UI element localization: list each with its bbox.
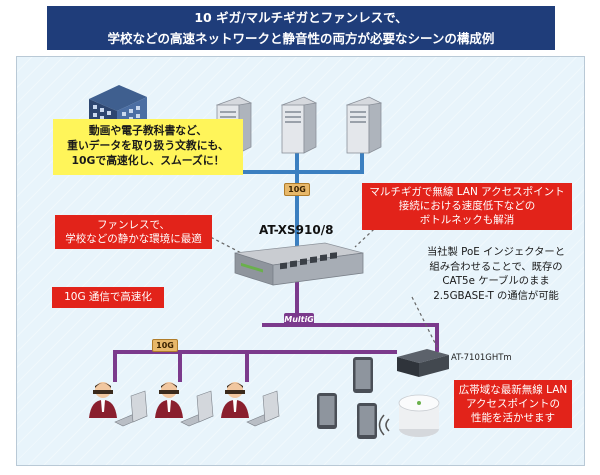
title-line-1: 10 ギガ/マルチギガとファンレスで、	[194, 10, 408, 25]
uplink-10g-tag: 10G	[284, 183, 310, 196]
multigig-callout-line-1: マルチギガで無線 LAN アクセスポイント	[369, 186, 565, 198]
wireless-callout-line-3: 性能を活かせます	[471, 412, 555, 424]
wireless-callout: 広帯域な最新無線 LAN アクセスポイントの 性能を活かせます	[454, 380, 572, 428]
multigig-callout-line-2: 接続における速度低下などの	[398, 200, 536, 212]
user-at-laptop-icon	[221, 382, 280, 427]
multigig-callout-line-3: ボトルネックも解消	[419, 214, 515, 226]
title-line-2: 学校などの高速ネットワークと静音性の両方が必要なシーンの構成例	[107, 31, 495, 46]
poe-note-line-2: 組み合わせることで、既存の	[429, 260, 563, 273]
poe-note-line-4: 2.5GBASE-T の通信が可能	[433, 289, 559, 302]
wireless-access-point-icon	[398, 394, 440, 437]
multigig-tag: MultiG	[284, 313, 314, 326]
poe-note-line-1: 当社製 PoE インジェクターと	[426, 246, 566, 258]
server-icon	[280, 96, 318, 154]
school-callout-line-2: 重いデータを取り扱う文教にも、	[67, 139, 229, 152]
wireless-callout-line-2: アクセスポイントの	[466, 398, 560, 410]
speed-10g-callout-text: 10G 通信で高速化	[64, 291, 152, 303]
poe-note-line-3: CAT5e ケーブルのまま	[442, 275, 550, 287]
school-callout: 動画や電子教科書など、 重いデータを取り扱う文教にも、 10Gで高速化し、スムー…	[53, 119, 243, 175]
school-callout-line-1: 動画や電子教科書など、	[88, 124, 208, 137]
tablet-icon	[357, 403, 377, 439]
tablet-icon	[317, 393, 337, 429]
school-callout-line-3: 10Gで高速化し、スムーズに！	[71, 154, 225, 167]
fanless-callout: ファンレスで、 学校などの静かな環境に最適	[55, 215, 212, 249]
speed-10g-callout: 10G 通信で高速化	[52, 287, 164, 308]
wireless-callout-line-1: 広帯域な最新無線 LAN	[458, 384, 568, 396]
switch-model-label: AT-XS910/8	[259, 223, 334, 237]
injector-model-label: AT-7101GHTm	[451, 353, 512, 363]
user-at-laptop-icon	[89, 382, 148, 427]
clients-10g-tag: 10G	[152, 339, 178, 352]
network-diagram: 動画や電子教科書など、 重いデータを取り扱う文教にも、 10Gで高速化し、スムー…	[16, 56, 585, 466]
server-icon	[345, 96, 383, 154]
wireless-wave-icon	[378, 414, 390, 436]
page-title: 10 ギガ/マルチギガとファンレスで、 学校などの高速ネットワークと静音性の両方…	[47, 6, 555, 50]
poe-injector-icon	[397, 349, 449, 377]
fanless-callout-line-2: 学校などの静かな環境に最適	[65, 233, 202, 245]
multigig-callout: マルチギガで無線 LAN アクセスポイント 接続における速度低下などの ボトルネ…	[362, 183, 572, 230]
tablet-icon	[353, 357, 373, 393]
fanless-callout-line-1: ファンレスで、	[96, 219, 171, 231]
network-switch-icon	[234, 242, 364, 286]
poe-note: 当社製 PoE インジェクターと 組み合わせることで、既存の CAT5e ケーブ…	[421, 245, 571, 303]
user-at-laptop-icon	[155, 382, 214, 427]
